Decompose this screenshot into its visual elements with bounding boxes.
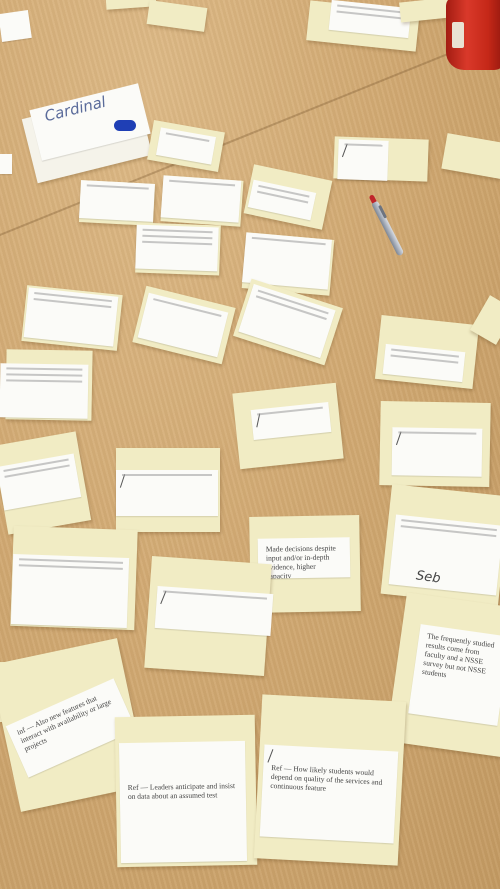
sticky-note [146, 0, 208, 32]
card [116, 470, 218, 516]
card [391, 427, 483, 477]
binder-clip-icon [114, 120, 136, 131]
card [154, 586, 274, 636]
card: The frequently studied results come from… [408, 624, 500, 726]
card [10, 553, 130, 629]
card: Ref — How likely students would depend o… [259, 744, 399, 844]
card [388, 514, 500, 596]
card [135, 224, 219, 272]
sticky-note [399, 0, 451, 23]
sticky-note [441, 133, 500, 179]
card: Made decisions despite input and/or in-d… [257, 537, 351, 579]
pen-icon [368, 194, 405, 257]
card-statement: Ref — Leaders anticipate and insist on d… [127, 781, 236, 801]
card [23, 287, 119, 347]
card-statement: Made decisions despite input and/or in-d… [265, 543, 336, 579]
card [0, 363, 89, 419]
card-statement: Ref — How likely students would depend o… [270, 762, 383, 793]
handwritten-label: Seb [415, 568, 442, 587]
card [337, 139, 389, 181]
card [0, 154, 12, 174]
card [0, 10, 32, 42]
card-statement: The frequently studied results come from… [421, 631, 496, 680]
card: Ref — Leaders anticipate and insist on d… [118, 740, 248, 864]
soda-can-icon [446, 0, 500, 70]
card [160, 175, 242, 223]
card [79, 180, 155, 222]
